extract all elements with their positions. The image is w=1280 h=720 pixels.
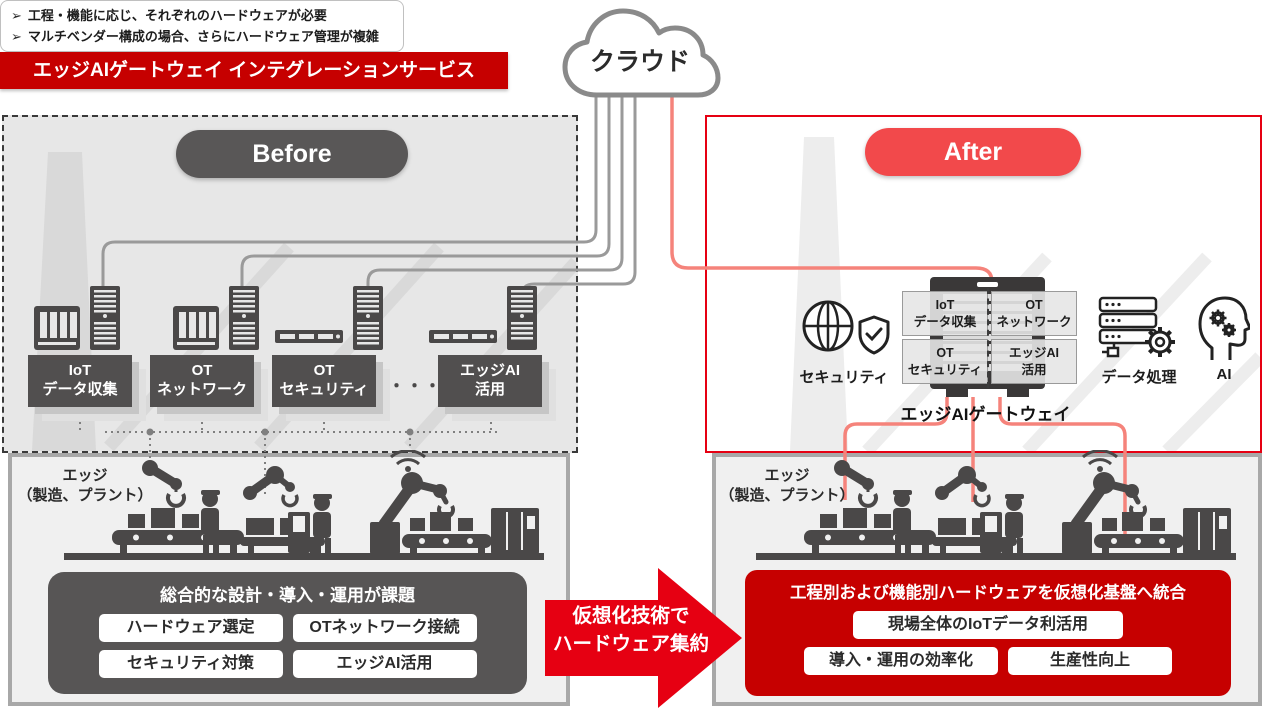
before-pill: Before <box>176 130 408 178</box>
bullet-arrow-icon: ➢ <box>11 8 22 23</box>
security-globe-shield-icon <box>802 300 890 355</box>
hw-label-line: エッジAI <box>459 362 520 380</box>
benefit-chip: 現場全体のIoTデータ利活用 <box>853 611 1123 639</box>
after-pill: After <box>865 128 1081 176</box>
cloud-label: クラウド <box>590 48 690 76</box>
hw-label-line: OT <box>191 362 213 380</box>
benefits-summary-box: 工程別および機能別ハードウェアを仮想化基盤へ統合 現場全体のIoTデータ利活用 … <box>745 570 1231 696</box>
module-line: IoT <box>935 298 955 313</box>
hardware-label-ot-network: OT ネットワーク <box>150 355 254 407</box>
ai-icon-label: AI <box>1216 366 1232 383</box>
bullet-arrow-icon: ➢ <box>11 29 22 44</box>
hw-label-line: IoT <box>68 362 92 380</box>
note-line: ➢ マルチベンダー構成の場合、さらにハードウェア管理が複雑 <box>11 26 393 47</box>
hw-label-line: データ収集 <box>42 381 118 398</box>
issue-chip: エッジAI活用 <box>292 650 477 678</box>
arrow-text-line: ハードウェア集約 <box>552 633 709 655</box>
note-text: マルチベンダー構成の場合、さらにハードウェア管理が複雑 <box>27 29 379 44</box>
benefits-title: 工程別および機能別ハードウェアを仮想化基盤へ統合 <box>790 584 1186 602</box>
ai-head-icon <box>1198 296 1250 360</box>
gateway-module-ot-network: OT ネットワーク <box>991 291 1077 336</box>
service-banner: エッジAIゲートウェイ インテグレーションサービス <box>0 52 508 89</box>
module-line: 活用 <box>1021 362 1047 377</box>
hardware-label-iot: IoT データ収集 <box>28 355 132 407</box>
issues-row: ハードウェア選定 OTネットワーク接続 <box>48 614 527 642</box>
issue-chip: OTネットワーク接続 <box>292 614 477 642</box>
hardware-label-edge-ai: エッジAI 活用 <box>438 355 542 407</box>
switch-server-icon <box>429 286 537 350</box>
edge-label-line: エッジ <box>62 467 108 484</box>
module-line: ネットワーク <box>996 314 1072 329</box>
module-line: OT <box>1025 298 1043 313</box>
issue-chip: ハードウェア選定 <box>98 614 283 642</box>
issues-row: セキュリティ対策 エッジAI活用 <box>48 650 527 678</box>
benefits-row: 導入・運用の効率化 生産性向上 <box>745 647 1231 675</box>
security-icon-label: セキュリティ <box>799 369 889 386</box>
data-processing-icon-label: データ処理 <box>1101 369 1177 386</box>
server-hardware-icon <box>34 286 120 350</box>
hw-label-line: セキュリティ <box>279 381 369 398</box>
edge-site-label: エッジ （製造、プラント） <box>14 466 156 507</box>
module-line: セキュリティ <box>907 362 983 377</box>
issues-summary-box: 総合的な設計・導入・運用が課題 ハードウェア選定 OTネットワーク接続 セキュリ… <box>48 572 527 694</box>
cloud-icon: クラウド <box>562 8 721 98</box>
gateway-module-edge-ai: エッジAI 活用 <box>991 339 1077 384</box>
ellipsis-dots: ・・・ <box>388 377 442 396</box>
issues-title: 総合的な設計・導入・運用が課題 <box>160 586 415 605</box>
edge-label-line: エッジ <box>764 467 810 484</box>
module-line: エッジAI <box>1008 346 1059 361</box>
gateway-module-ot-security: OT セキュリティ <box>902 339 988 384</box>
issue-chip: セキュリティ対策 <box>98 650 283 678</box>
hardware-label-ot-security: OT セキュリティ <box>272 355 376 407</box>
note-text: 工程・機能に応じ、それぞれのハードウェアが必要 <box>27 8 327 23</box>
gateway-module-iot: IoT データ収集 <box>902 291 988 336</box>
transition-arrow-icon <box>545 568 742 708</box>
gateway-divider-line <box>987 288 989 388</box>
arrow-text-line: 仮想化技術で <box>572 605 690 627</box>
gateway-name-label: エッジAIゲートウェイ <box>900 405 1071 424</box>
hw-label-line: 活用 <box>474 381 505 398</box>
hw-label-line: ネットワーク <box>156 381 247 398</box>
module-line: OT <box>936 346 954 361</box>
before-notes-box: ➢ 工程・機能に応じ、それぞれのハードウェアが必要 ➢ マルチベンダー構成の場合… <box>0 0 404 52</box>
edge-site-label: エッジ （製造、プラント） <box>716 466 858 507</box>
note-line: ➢ 工程・機能に応じ、それぞれのハードウェアが必要 <box>11 5 393 26</box>
benefit-chip: 生産性向上 <box>1008 647 1172 675</box>
transition-arrow-text: 仮想化技術で ハードウェア集約 <box>533 602 729 658</box>
module-line: データ収集 <box>913 314 977 329</box>
benefit-chip: 導入・運用の効率化 <box>804 647 998 675</box>
edge-label-line: （製造、プラント） <box>17 487 153 505</box>
benefits-row: 現場全体のIoTデータ利活用 <box>745 611 1231 639</box>
server-hardware-icon <box>173 286 259 350</box>
hw-label-line: OT <box>313 362 335 380</box>
switch-server-icon <box>275 286 383 350</box>
edge-label-line: （製造、プラント） <box>719 487 855 505</box>
data-processing-icon <box>1098 296 1175 358</box>
